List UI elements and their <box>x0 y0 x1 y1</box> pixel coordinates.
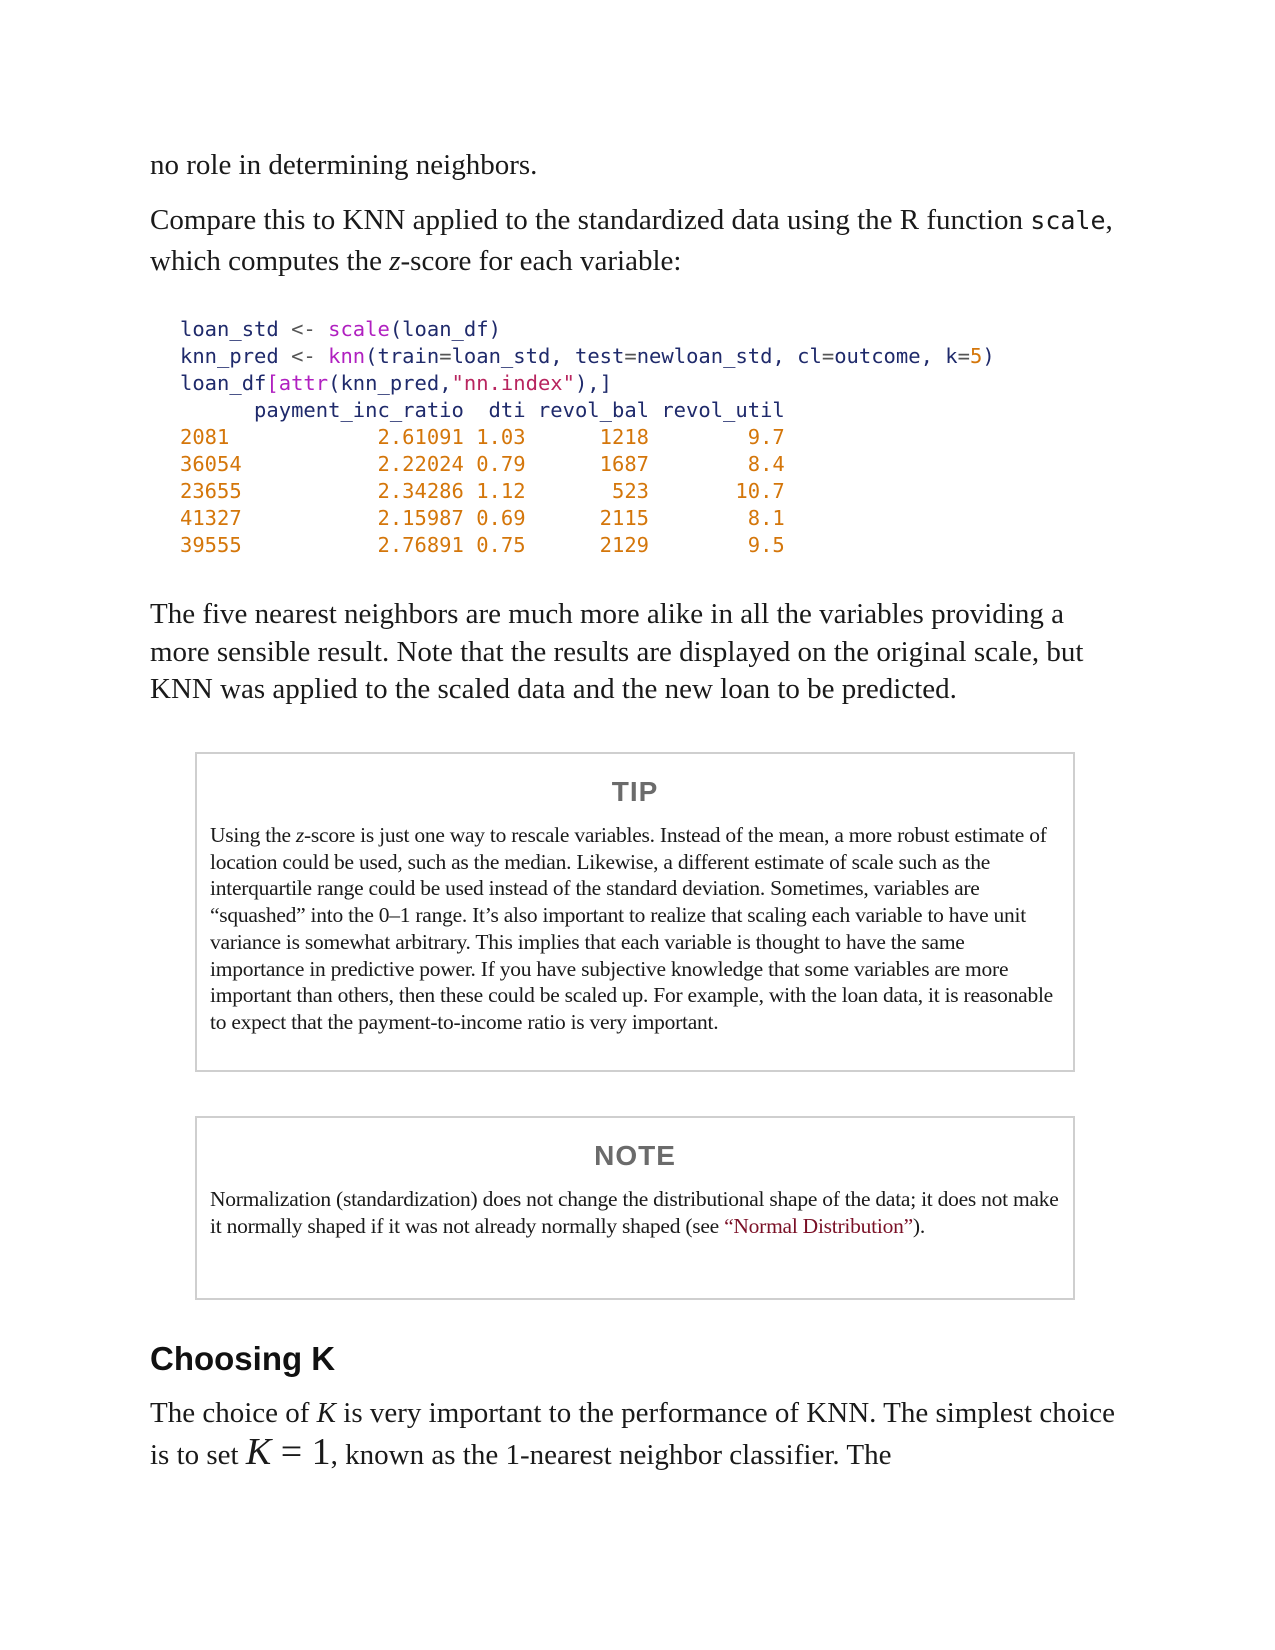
code-punct: ( <box>365 344 378 368</box>
text-span: Normalization (standardization) does not… <box>210 1187 1059 1238</box>
code-arg: k <box>945 344 958 368</box>
code-var: loan_std <box>180 317 279 341</box>
code-bracket: [ <box>266 371 279 395</box>
code-block: loan_std <- scale(loan_df)knn_pred <- kn… <box>180 316 995 559</box>
section-heading: Choosing K <box>150 1340 336 1377</box>
math-k-equals-1: K = 1 <box>246 1431 331 1473</box>
code-arg: cl <box>797 344 822 368</box>
paragraph-choice-of-k: The choice of K is very important to the… <box>150 1394 1130 1475</box>
code-var: knn_pred <box>180 344 279 368</box>
code-op: = <box>439 344 452 368</box>
output-header: payment_inc_ratio dti revol_bal revol_ut… <box>180 398 785 422</box>
code-var: loan_df <box>180 371 267 395</box>
note-body: Normalization (standardization) does not… <box>210 1186 1060 1239</box>
code-op: = <box>821 344 835 368</box>
code-args: (loan_df) <box>389 317 501 341</box>
text-span: , known as the 1-nearest neighbor classi… <box>330 1439 892 1471</box>
code-val: newloan_std, <box>636 344 798 368</box>
output-row: 41327 2.15987 0.69 2115 8.1 <box>180 506 785 530</box>
inline-code-scale: scale <box>1030 206 1106 235</box>
text-span: The choice of <box>150 1397 317 1429</box>
code-line-2: knn_pred <- knn(train=loan_std, test=new… <box>180 343 995 370</box>
code-op: <- <box>278 317 329 341</box>
text-span: , which computes the <box>150 204 1113 277</box>
text-span: Compare this to KNN applied to the stand… <box>150 204 1031 236</box>
math-k: K <box>245 1431 272 1473</box>
note-title: NOTE <box>594 1140 676 1171</box>
text-span: -score for each variable: <box>400 245 682 277</box>
italic-z: z <box>295 823 305 847</box>
code-arg: test <box>574 344 625 368</box>
code-args: (knn_pred, <box>328 371 452 395</box>
code-arg: train <box>377 344 440 368</box>
code-num: 5 <box>969 344 983 368</box>
tip-title: TIP <box>611 776 659 807</box>
code-op: = <box>957 344 970 368</box>
code-val: outcome, <box>834 344 946 368</box>
note-box: NOTE Normalization (standardization) doe… <box>195 1116 1075 1300</box>
code-fn: attr <box>278 371 329 395</box>
code-val: loan_std, <box>451 344 575 368</box>
tip-box: TIP Using the z-score is just one way to… <box>195 752 1075 1072</box>
output-row: 23655 2.34286 1.12 523 10.7 <box>180 479 785 503</box>
text-span: ). <box>912 1213 925 1238</box>
text-span: is very important to the performance of … <box>150 1397 1116 1471</box>
math-eq: = 1 <box>271 1431 331 1473</box>
code-line-3: loan_df[attr(knn_pred,"nn.index"),] <box>180 370 995 397</box>
text-span: Using the <box>210 823 296 847</box>
italic-k: K <box>316 1397 337 1429</box>
italic-z: z <box>389 245 401 277</box>
link-normal-distribution[interactable]: “Normal Distribution” <box>724 1213 913 1238</box>
text-span: -score is just one way to rescale variab… <box>210 823 1053 1034</box>
paragraph-five-neighbors: The five nearest neighbors are much more… <box>150 598 1084 705</box>
tip-body: Using the z-score is just one way to res… <box>210 822 1060 1036</box>
code-op: = <box>624 344 637 368</box>
code-punct: ) <box>982 344 995 368</box>
paragraph-compare: Compare this to KNN applied to the stand… <box>150 200 1130 281</box>
code-punct: ),] <box>574 371 612 395</box>
code-line-1: loan_std <- scale(loan_df) <box>180 316 995 343</box>
output-row: 36054 2.22024 0.79 1687 8.4 <box>180 452 785 476</box>
code-fn: knn <box>328 344 366 368</box>
output-row: 2081 2.61091 1.03 1218 9.7 <box>180 425 785 449</box>
code-op: <- <box>278 344 329 368</box>
code-string: "nn.index" <box>451 371 575 395</box>
paragraph-continuation: no role in determining neighbors. <box>150 149 538 181</box>
output-row: 39555 2.76891 0.75 2129 9.5 <box>180 533 785 557</box>
code-fn: scale <box>328 317 390 341</box>
